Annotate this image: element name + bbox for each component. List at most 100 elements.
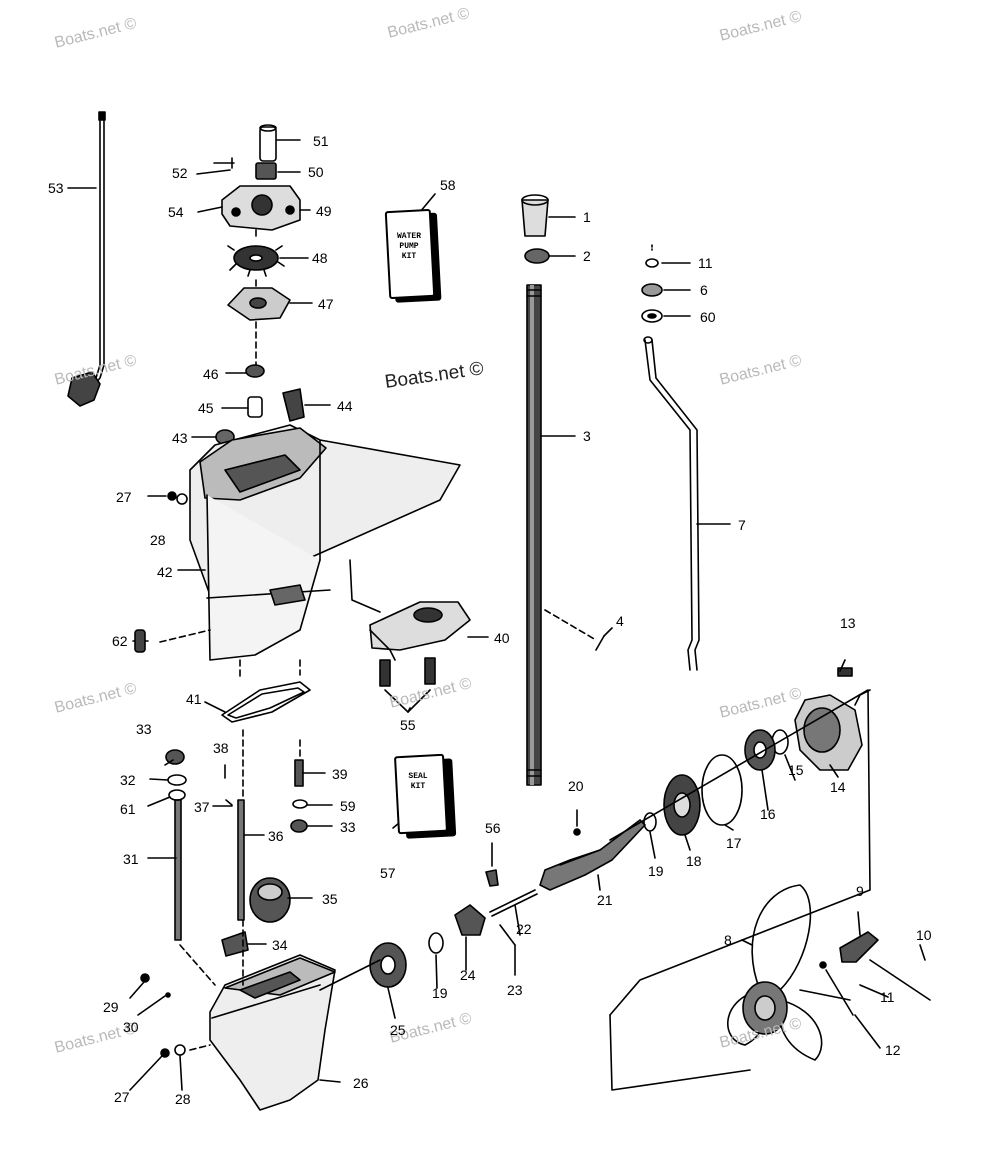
callout-24: 24 — [460, 967, 476, 983]
callout-40: 40 — [494, 630, 510, 646]
part-40 — [369, 601, 471, 661]
part-52 — [213, 157, 235, 169]
callout-2: 2 — [583, 248, 591, 264]
callout-19-lower: 19 — [432, 985, 448, 1001]
callout-50: 50 — [308, 164, 324, 180]
part-45 — [247, 396, 263, 418]
callout-35: 35 — [322, 891, 338, 907]
callout-33-left: 33 — [136, 721, 152, 737]
callout-6: 6 — [700, 282, 708, 298]
callout-58: 58 — [440, 177, 456, 193]
part-25 — [369, 942, 407, 988]
callout-48: 48 — [312, 250, 328, 266]
part-11-lower — [819, 961, 827, 969]
part-19-lower — [428, 932, 444, 954]
callout-13: 13 — [840, 615, 856, 631]
callout-30: 30 — [123, 1019, 139, 1035]
part-46 — [245, 364, 265, 378]
part-34 — [221, 931, 249, 957]
part-62 — [132, 629, 149, 653]
callout-22: 22 — [516, 921, 532, 937]
callout-8: 8 — [724, 932, 732, 948]
part-36 — [237, 799, 245, 921]
callout-53: 53 — [48, 180, 64, 196]
part-44 — [282, 388, 305, 422]
callout-12: 12 — [885, 1042, 901, 1058]
callout-19-upper: 19 — [648, 863, 664, 879]
part-1 — [521, 194, 549, 237]
part-10 — [869, 959, 931, 1001]
callout-60: 60 — [700, 309, 716, 325]
callout-61: 61 — [120, 801, 136, 817]
callout-10: 10 — [916, 927, 932, 943]
parts-29-30 — [140, 973, 171, 998]
part-56 — [485, 869, 499, 887]
part-9 — [839, 931, 879, 963]
part-19-upper — [643, 812, 657, 832]
part-22 — [489, 889, 538, 917]
callout-43: 43 — [172, 430, 188, 446]
callout-25: 25 — [390, 1022, 406, 1038]
callout-46: 46 — [203, 366, 219, 382]
part-35 — [249, 877, 291, 923]
callout-16: 16 — [760, 806, 776, 822]
callout-28-lower: 28 — [175, 1091, 191, 1107]
part-48-impeller — [227, 245, 285, 277]
callout-27-lower: 27 — [114, 1089, 130, 1105]
callout-39: 39 — [332, 766, 348, 782]
callout-41: 41 — [186, 691, 202, 707]
callout-33-right: 33 — [340, 819, 356, 835]
callout-17: 17 — [726, 835, 742, 851]
part-20 — [573, 828, 581, 836]
callout-36: 36 — [268, 828, 284, 844]
callout-47: 47 — [318, 296, 334, 312]
part-4 — [595, 635, 605, 651]
callout-23: 23 — [507, 982, 523, 998]
callout-20: 20 — [568, 778, 584, 794]
parts-27-28-upper — [167, 491, 188, 505]
callout-62: 62 — [112, 633, 128, 649]
callout-34: 34 — [272, 937, 288, 953]
part-42-driveshaft-housing — [189, 424, 461, 661]
part-26-gearcase — [209, 954, 336, 1111]
water-pump-kit-label: WATER PUMP KIT — [396, 232, 421, 261]
callout-1: 1 — [583, 209, 591, 225]
part-2 — [524, 248, 550, 264]
callout-54: 54 — [168, 204, 184, 220]
callout-7: 7 — [738, 517, 746, 533]
callout-11-top: 11 — [698, 255, 713, 271]
parts-11-6-60 — [641, 244, 663, 323]
callout-42: 42 — [157, 564, 173, 580]
callout-49: 49 — [316, 203, 332, 219]
part-41-gasket — [221, 681, 311, 723]
shift-rod-part-53 — [67, 111, 106, 407]
part-51 — [259, 124, 277, 162]
callout-31: 31 — [123, 851, 139, 867]
part-14 — [794, 689, 871, 771]
callout-52: 52 — [172, 165, 188, 181]
part-50 — [255, 162, 277, 180]
callout-21: 21 — [597, 892, 613, 908]
callout-29: 29 — [103, 999, 119, 1015]
part-31-stud — [174, 799, 182, 941]
seal-kit-box — [393, 753, 449, 835]
callout-14: 14 — [830, 779, 846, 795]
callout-32: 32 — [120, 772, 136, 788]
part-24 — [454, 904, 486, 936]
part-55 — [379, 657, 436, 713]
callout-18: 18 — [686, 853, 702, 869]
part-21-propshaft — [539, 819, 646, 891]
parts-39-59-33 — [290, 759, 308, 833]
callout-4: 4 — [616, 613, 624, 629]
callout-59: 59 — [340, 798, 356, 814]
callout-3: 3 — [583, 428, 591, 444]
part-49-pump-housing — [221, 185, 301, 231]
part-3-driveshaft — [526, 284, 542, 786]
callout-9: 9 — [856, 883, 864, 899]
part-7-shift-rod — [643, 336, 700, 671]
parts-38-37 — [224, 764, 233, 806]
part-17 — [701, 754, 743, 826]
part-23 — [499, 924, 516, 946]
